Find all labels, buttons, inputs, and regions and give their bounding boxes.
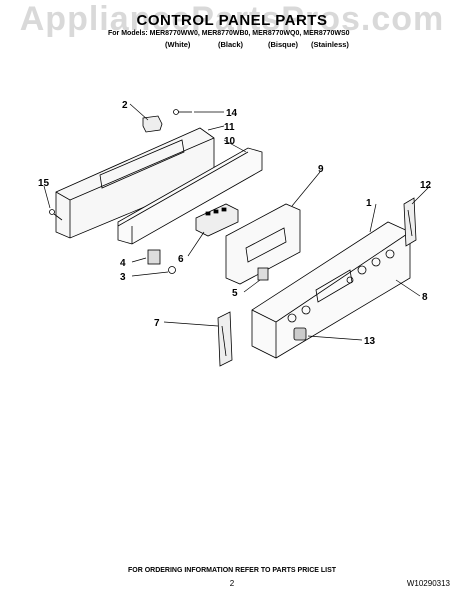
callout-5: 5 (232, 288, 238, 299)
color-stainless: (Stainless) (311, 40, 349, 49)
callout-labels: 1 2 3 4 5 6 7 8 9 10 11 12 13 14 15 (38, 100, 432, 347)
callout-6: 6 (178, 254, 184, 265)
part-1-control-panel (251, 221, 411, 359)
part-10-channel (117, 147, 263, 245)
callout-12: 12 (420, 180, 432, 191)
part-12-end-cap-right (403, 197, 417, 247)
document-id: W10290313 (406, 579, 450, 588)
color-black: (Black) (218, 40, 244, 49)
models-line: For Models: MER8770WW0, MER8770WB0, MER8… (108, 30, 350, 37)
leader-lines (43, 103, 431, 341)
callout-10: 10 (224, 136, 236, 147)
callout-14: 14 (226, 108, 238, 119)
part-5-knob (257, 267, 269, 281)
callout-2: 2 (122, 100, 128, 111)
part-7-end-cap-left (217, 311, 233, 367)
part-13-knob (293, 327, 307, 341)
callout-1: 1 (366, 198, 372, 209)
part-9-display-frame (225, 203, 301, 285)
color-white: (White) (165, 40, 191, 49)
page-number: 2 (229, 579, 235, 588)
watermark-text: AppliancePartsPros.com (19, 0, 445, 38)
color-bisque: (Bisque) (268, 40, 298, 49)
part-3-nut (168, 266, 176, 274)
page-title: CONTROL PANEL PARTS (136, 12, 328, 29)
callout-4: 4 (120, 258, 126, 269)
part-15-screw (49, 209, 63, 221)
callout-9: 9 (318, 164, 324, 175)
callout-13: 13 (364, 336, 376, 347)
rear-shield (55, 127, 215, 239)
callout-3: 3 (120, 272, 126, 283)
part-14-screw (173, 109, 192, 115)
callout-15: 15 (38, 178, 50, 189)
part-4-block (147, 249, 161, 265)
ordering-info: FOR ORDERING INFORMATION REFER TO PARTS … (127, 567, 337, 574)
callout-8: 8 (422, 292, 428, 303)
callout-11: 11 (224, 122, 235, 133)
callout-7: 7 (154, 318, 160, 329)
part-6-control-board (195, 203, 239, 237)
